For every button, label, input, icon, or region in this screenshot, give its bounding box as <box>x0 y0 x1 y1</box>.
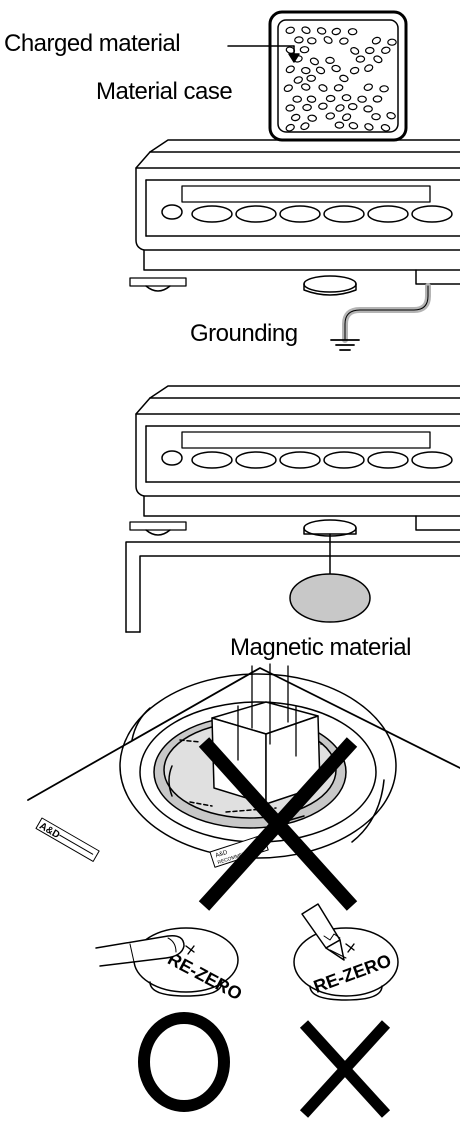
particle <box>306 95 317 103</box>
particle <box>364 123 374 131</box>
particle <box>300 83 311 91</box>
particle <box>371 36 382 45</box>
charged-material-label: Charged material <box>4 30 181 57</box>
field-lines <box>237 663 297 761</box>
particle <box>380 124 391 132</box>
balance-1 <box>129 139 460 296</box>
grounding-label: Grounding <box>190 320 298 347</box>
particle <box>373 55 383 64</box>
particle <box>285 26 295 34</box>
particle <box>334 121 345 129</box>
particle <box>307 37 317 45</box>
weighing-table <box>125 541 460 633</box>
particle <box>347 28 358 36</box>
particle <box>372 95 383 103</box>
particle <box>292 95 302 103</box>
rezero-key-right: RE-ZERO <box>293 927 399 1001</box>
particle <box>386 112 396 120</box>
grounding-wire <box>330 283 431 351</box>
particle <box>293 76 303 84</box>
particle <box>379 85 389 93</box>
particle <box>301 26 311 35</box>
particle <box>325 112 336 120</box>
particle <box>350 47 360 55</box>
magnetic-material-label: Magnetic material <box>230 634 411 661</box>
particle <box>301 66 311 75</box>
magnetic-material-blob <box>289 573 371 623</box>
particle <box>364 64 374 72</box>
particle <box>347 102 358 111</box>
particle <box>348 122 359 130</box>
particle <box>331 64 341 73</box>
particle <box>357 95 367 103</box>
particle <box>349 66 360 75</box>
charged-material-pointer <box>227 45 300 63</box>
particle <box>300 122 310 131</box>
big-cross-mark <box>198 737 358 911</box>
particle <box>363 83 373 91</box>
particle <box>341 113 352 122</box>
particle <box>318 84 328 92</box>
particle <box>323 36 333 44</box>
tiny-label-logo: A&D <box>215 850 229 860</box>
charged-particles <box>283 26 397 132</box>
particle <box>299 46 310 54</box>
particle <box>294 36 304 44</box>
figure-rezero-key: RE-ZERO RE-ZERO <box>95 903 399 1118</box>
incorrect-cross-mark <box>299 1020 391 1118</box>
balance-2 <box>129 385 460 537</box>
particle <box>307 114 317 122</box>
particle <box>285 65 295 74</box>
particle <box>371 113 381 121</box>
particle <box>309 57 319 66</box>
particle <box>290 113 301 122</box>
particle <box>381 46 391 54</box>
brand-plate: A&D <box>35 817 100 862</box>
particle <box>365 46 375 55</box>
particle <box>315 66 326 75</box>
material-case <box>268 10 408 142</box>
particle <box>325 94 336 103</box>
particle <box>306 74 316 82</box>
material-case-label: Material case <box>96 78 233 105</box>
particle <box>341 94 352 102</box>
finger <box>95 934 185 967</box>
particle <box>333 84 344 92</box>
particle <box>331 27 342 36</box>
particle <box>335 104 345 112</box>
particle <box>285 104 295 112</box>
pen <box>301 903 347 961</box>
particle <box>325 56 335 65</box>
particle <box>318 102 328 110</box>
particle <box>355 55 366 63</box>
figure-charged-material <box>129 10 460 351</box>
figure-magnetic-material <box>125 385 460 633</box>
cube-sample <box>211 701 321 805</box>
correct-circle-mark <box>138 1012 230 1112</box>
particle <box>316 27 327 35</box>
particle <box>387 38 397 46</box>
figure-weighing-pan: A&D A&D RECOMMENDED <box>27 663 460 911</box>
particle <box>302 103 312 112</box>
particle <box>339 37 349 45</box>
particle <box>283 84 293 93</box>
particle <box>363 105 373 113</box>
particle <box>339 74 349 83</box>
particle <box>285 123 295 132</box>
